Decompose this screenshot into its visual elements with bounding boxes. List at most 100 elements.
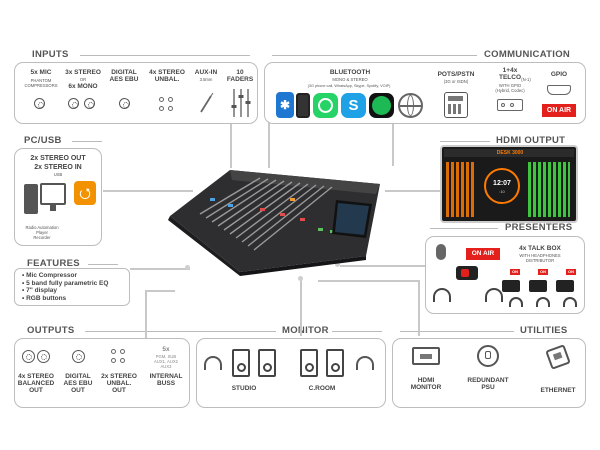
headphones-icon <box>485 288 503 302</box>
pots-sub: (3G or ISDN) <box>443 79 469 84</box>
feature-item: • 7" display <box>22 287 57 294</box>
output-unbal: 2x STEREO UNBAL. OUT <box>101 373 137 394</box>
trs-connector-icon <box>84 98 95 109</box>
bluetooth-sub1: MONO & STEREO <box>332 77 368 82</box>
connector-dot <box>185 265 190 270</box>
bluetooth-icon: ✱ <box>276 92 294 118</box>
utility-psu: REDUNDANT PSU <box>467 377 509 391</box>
output-internal-count: 5x <box>162 346 170 353</box>
hdmi-meter-right <box>528 162 570 217</box>
connector-dot <box>298 276 303 281</box>
connector-line <box>418 280 420 336</box>
hdmi-clock-dial <box>484 168 520 204</box>
hdmi-brand: DESK 3000 <box>496 150 524 156</box>
hdmi-monitor-icon <box>412 347 440 365</box>
divider <box>272 55 477 56</box>
input-aux-title: AUX-IN <box>194 69 218 76</box>
on-indicator: ON <box>510 269 520 275</box>
feature-item: • Mic Compressor <box>22 272 78 279</box>
section-title-features: FEATURES <box>27 258 80 269</box>
jack-cable-icon <box>200 92 214 113</box>
desk-phone-icon <box>444 92 468 118</box>
connector-line <box>230 112 232 168</box>
input-stereo-title2: 6x MONO <box>68 83 98 90</box>
xlr-connector-icon <box>68 98 79 109</box>
section-title-monitor: MONITOR <box>282 325 329 336</box>
divider <box>430 228 498 229</box>
section-title-presenters: PRESENTERS <box>505 222 573 233</box>
talkbox-icon <box>556 280 574 292</box>
presenters-title: 4x TALK BOX <box>519 245 561 252</box>
mixing-console-image <box>168 170 380 276</box>
divider <box>72 141 102 142</box>
pcusb-in: 2x STEREO IN <box>34 164 82 171</box>
talkbox-icon <box>502 280 520 292</box>
connector-line <box>268 118 270 168</box>
presenters-sub: WITH HEADPHONES DISTRIBUTOR <box>519 253 561 263</box>
divider <box>85 331 275 332</box>
divider <box>332 331 382 332</box>
hdmi-clock-time: 12:07 <box>493 180 511 187</box>
xlr-connector-icon <box>34 98 45 109</box>
output-internal: INTERNAL BUSS <box>149 373 183 387</box>
connector-line <box>385 190 440 192</box>
talkbox-icon <box>529 280 547 292</box>
speaker-icon <box>326 349 344 377</box>
input-stereo-title: 3x STEREO <box>65 69 101 76</box>
presenters-on-air-sign: ON AIR <box>466 248 500 260</box>
divider <box>440 141 490 142</box>
on-indicator: ON <box>538 269 548 275</box>
pcusb-usb-sub: USB <box>53 172 63 177</box>
section-title-inputs: INPUTS <box>32 49 69 60</box>
connector-line <box>130 268 190 270</box>
db-connector-icon <box>547 85 571 95</box>
section-title-utilities: UTILITIES <box>520 325 568 336</box>
pots-title: POTS/PSTN <box>437 71 475 78</box>
pcusb-out: 2x STEREO OUT <box>30 155 86 162</box>
speaker-icon <box>300 349 318 377</box>
headphones-icon <box>356 356 374 370</box>
utility-ethernet: ETHERNET <box>540 387 576 394</box>
talkbox-icon <box>456 266 478 280</box>
divider <box>400 331 514 332</box>
features-panel <box>14 268 130 306</box>
headphones-icon <box>563 297 577 307</box>
output-digital: DIGITAL AES EBU OUT <box>63 373 93 394</box>
headphones-icon <box>204 356 222 370</box>
connector-line <box>145 290 147 338</box>
usb-icon: ⭯ <box>74 181 96 205</box>
presenters-panel <box>425 236 585 314</box>
globe-icon <box>398 93 423 118</box>
connector-line <box>145 290 175 292</box>
section-title-outputs: OUTPUTS <box>27 325 75 336</box>
rca-connector-icon <box>158 96 176 114</box>
xlr-connector-icon <box>37 350 50 363</box>
hdmi-clock-seconds: :10 <box>499 189 505 194</box>
feature-item: • RGB buttons <box>22 294 67 302</box>
xlr-connector-icon <box>72 350 85 363</box>
skype-icon: S <box>341 93 366 118</box>
on-air-sign: ON AIR <box>542 104 576 117</box>
input-digital-title: DIGITAL AES EBU <box>109 69 139 83</box>
fader-icon <box>231 89 251 117</box>
microphone-icon <box>436 244 446 260</box>
input-mic-sub: PHANTOM COMPRESSORS <box>24 78 58 88</box>
bluetooth-sub2: (3G phone call, WhatsApp, Skype, Spotify… <box>307 84 391 88</box>
input-mic-title: 5x MIC <box>30 69 52 76</box>
connector-line <box>318 280 418 282</box>
telco-sub: WITH GPIO (Hybrid, Codec) <box>495 83 525 93</box>
input-aux-sub: 3.5mm <box>199 77 213 82</box>
output-internal-sub: PGM, SUB AUX1, AUX2 AUX3 <box>154 354 178 369</box>
monitor-studio: STUDIO <box>231 385 257 392</box>
divider <box>88 264 118 265</box>
connector-line <box>340 265 425 267</box>
hdmi-meter-left <box>446 162 476 217</box>
input-unbal-title: 4x STEREO UNBAL. <box>149 69 185 83</box>
section-title-pcusb: PC/USB <box>24 135 62 146</box>
outputs-panel <box>14 338 190 408</box>
utility-hdmi: HDMI MONITOR <box>410 377 442 391</box>
connector-dot <box>335 262 340 267</box>
telco-title: 1+4x TELCO <box>498 67 522 81</box>
monitor-croom: C.ROOM <box>308 385 336 392</box>
pcusb-caption: Radio Automation Player Recorder <box>25 225 59 240</box>
